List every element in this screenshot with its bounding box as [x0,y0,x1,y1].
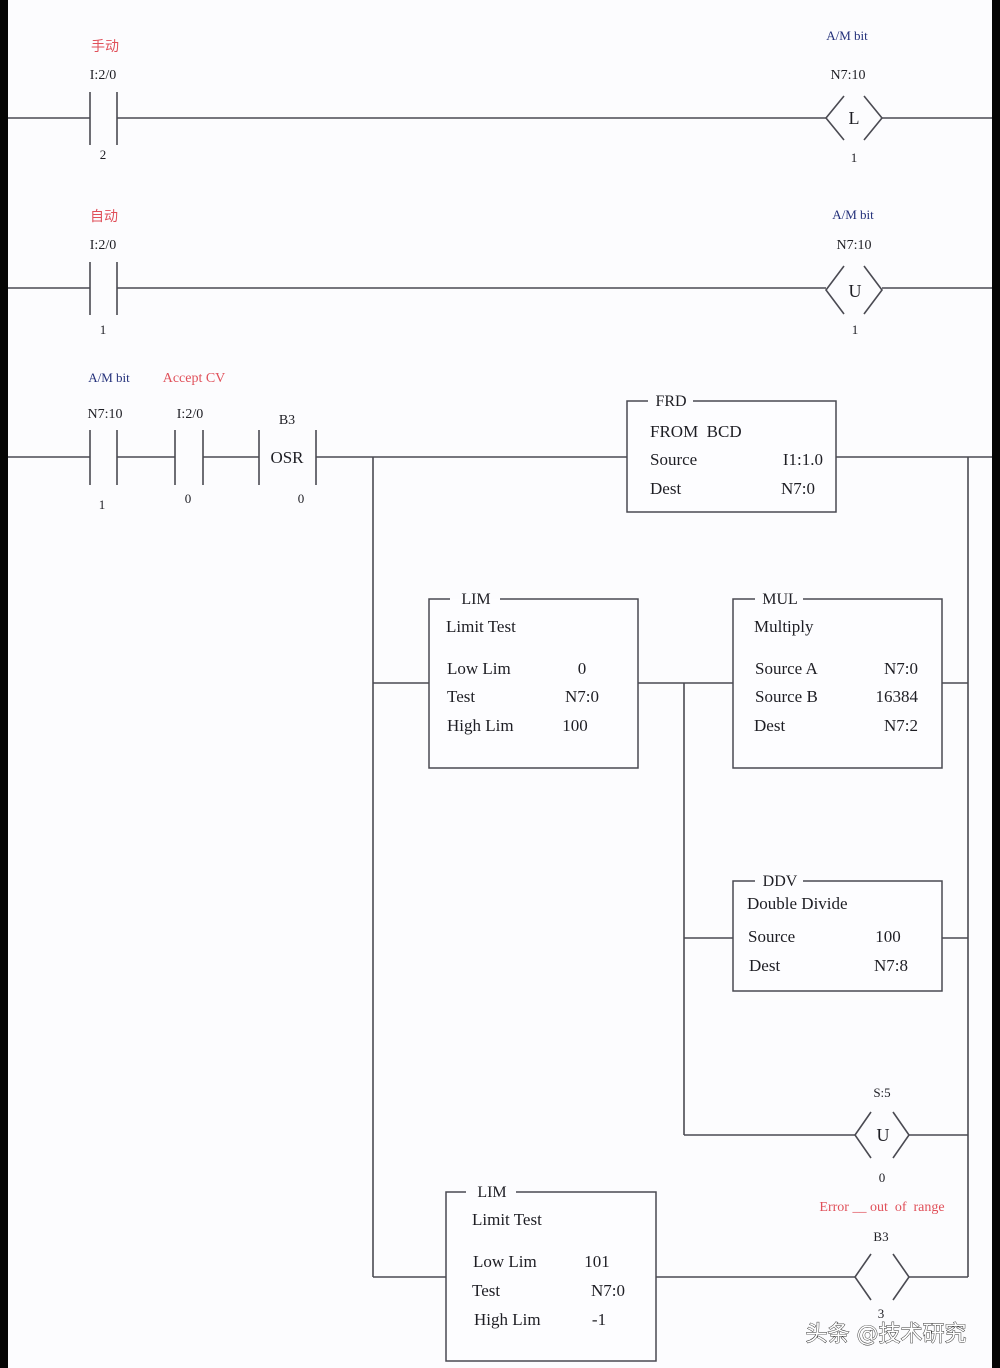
param-label: Test [472,1281,500,1300]
param-label: Low Lim [473,1252,537,1271]
coil-bit: 0 [879,1170,886,1185]
param-value: N7:2 [884,716,918,735]
coil-right-bracket [863,265,883,315]
coil-address: N7:10 [831,68,866,83]
contact-bit: 1 [100,322,107,337]
coil-letter: L [849,108,860,128]
param-value: N7:0 [884,659,918,678]
osr-label: OSR [270,448,304,467]
contact-comment: A/M bit [88,370,130,385]
block-title: Limit Test [446,617,516,636]
param-label: Source B [755,687,818,706]
rung-1: 自动 I:2/0 1 U A/M bit N7:10 1 [8,207,992,337]
coil-letter: U [849,281,862,301]
am-bit-contact[interactable]: A/M bit N7:10 1 [88,370,131,512]
contact-comment: 自动 [90,209,118,225]
contact-bit: 1 [99,497,106,512]
left-border [0,0,8,1368]
latch-coil[interactable]: L A/M bit N7:10 1 [824,28,884,165]
contact-address: I:2/0 [90,238,116,253]
block-title: Multiply [754,617,814,636]
block-mnemonic: LIM [477,1184,506,1201]
param-label: Test [447,687,475,706]
coil-right-bracket [892,1111,910,1159]
contact-address: N7:10 [88,407,123,422]
right-border [992,0,1000,1368]
contact-bit: 0 [185,491,192,506]
param-label: High Lim [474,1310,541,1329]
block-title: Double Divide [747,894,848,913]
param-value: 100 [562,716,588,735]
param-label: Dest [650,479,681,498]
block-mnemonic: LIM [461,591,490,608]
block-title: Limit Test [472,1210,542,1229]
manual-contact[interactable]: 手动 I:2/0 2 [89,39,119,162]
contact-address: I:2/0 [177,407,203,422]
param-value: N7:0 [565,687,599,706]
rung-2: A/M bit N7:10 1 Accept CV I:2/0 0 OSR B3… [8,370,992,1362]
param-value: 0 [578,659,587,678]
param-value: 16384 [876,687,919,706]
coil-comment: A/M bit [832,207,874,222]
coil-left-bracket [824,95,845,141]
param-value: 101 [584,1252,610,1271]
ddv-block[interactable]: DDV Double Divide Source 100 Dest N7:8 [732,873,943,992]
param-value: N7:8 [874,956,908,975]
unlatch-coil[interactable]: U A/M bit N7:10 1 [825,207,883,337]
osr-bit: 0 [298,491,305,506]
b3-error-coil[interactable]: Error __ out of range B3 3 [819,1200,944,1321]
coil-address: B3 [873,1229,888,1244]
watermark: 头条 @技术研究 [806,1322,967,1347]
coil-address: N7:10 [837,238,872,253]
param-label: Source [650,450,697,469]
param-label: Source A [755,659,819,678]
coil-left-bracket [854,1253,872,1301]
param-label: Low Lim [447,659,511,678]
contact-comment: 手动 [91,39,119,55]
lim-block-1[interactable]: LIM Limit Test Low Lim 0 Test N7:0 High … [428,591,639,769]
contact-bit: 2 [100,147,107,162]
block-title: FROM BCD [650,422,742,441]
coil-left-bracket [854,1111,872,1159]
frd-block[interactable]: FRD FROM BCD Source I1:1.0 Dest N7:0 [626,393,837,513]
coil-address: S:5 [873,1085,890,1100]
param-value: 100 [875,927,901,946]
contact-comment: Accept CV [163,371,226,386]
param-value: I1:1.0 [783,450,823,469]
param-value: N7:0 [781,479,815,498]
coil-bit: 1 [852,322,859,337]
rung-0: 手动 I:2/0 2 L A/M bit N7:10 1 [8,28,992,165]
coil-right-bracket [892,1253,910,1301]
contact-address: I:2/0 [90,68,116,83]
s5-unlatch-coil[interactable]: U S:5 0 [854,1085,910,1185]
osr-instruction[interactable]: OSR B3 0 [258,413,317,506]
block-mnemonic: MUL [762,591,798,608]
coil-comment: A/M bit [826,28,868,43]
osr-address: B3 [279,413,295,428]
block-mnemonic: DDV [763,873,798,890]
coil-left-bracket [825,265,845,315]
coil-bit: 1 [851,150,858,165]
auto-contact[interactable]: 自动 I:2/0 1 [89,209,118,337]
param-label: Dest [754,716,785,735]
coil-bit: 3 [878,1306,885,1321]
param-value: N7:0 [591,1281,625,1300]
coil-letter: U [877,1125,890,1145]
param-value: -1 [592,1310,606,1329]
param-label: Source [748,927,795,946]
block-mnemonic: FRD [655,393,686,410]
lim-block-2[interactable]: LIM Limit Test Low Lim 101 Test N7:0 Hig… [445,1184,657,1362]
mul-block[interactable]: MUL Multiply Source A N7:0 Source B 1638… [732,591,943,769]
coil-comment: Error __ out of range [819,1200,944,1215]
param-label: High Lim [447,716,514,735]
param-label: Dest [749,956,780,975]
accept-cv-contact[interactable]: Accept CV I:2/0 0 [163,371,226,506]
coil-right-bracket [863,95,884,141]
